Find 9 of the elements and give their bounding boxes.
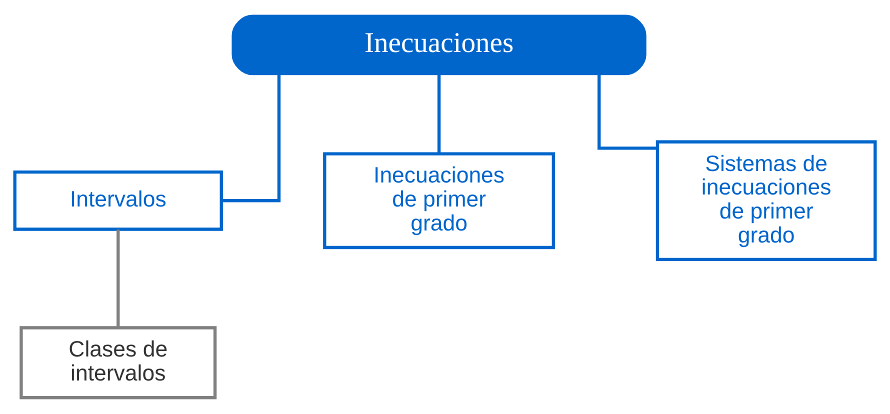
node-box: Intervalos: [13, 170, 223, 231]
connector: [598, 74, 658, 150]
node-box: Inecuaciones: [232, 14, 646, 76]
connector: [437, 74, 441, 154]
node-box: Sistemas de inecuaciones de primer grado: [656, 140, 877, 262]
node-box: Clases de intervalos: [20, 326, 217, 400]
connector: [222, 74, 281, 202]
connector: [116, 230, 120, 328]
node-box: Inecuaciones de primer grado: [323, 152, 556, 250]
